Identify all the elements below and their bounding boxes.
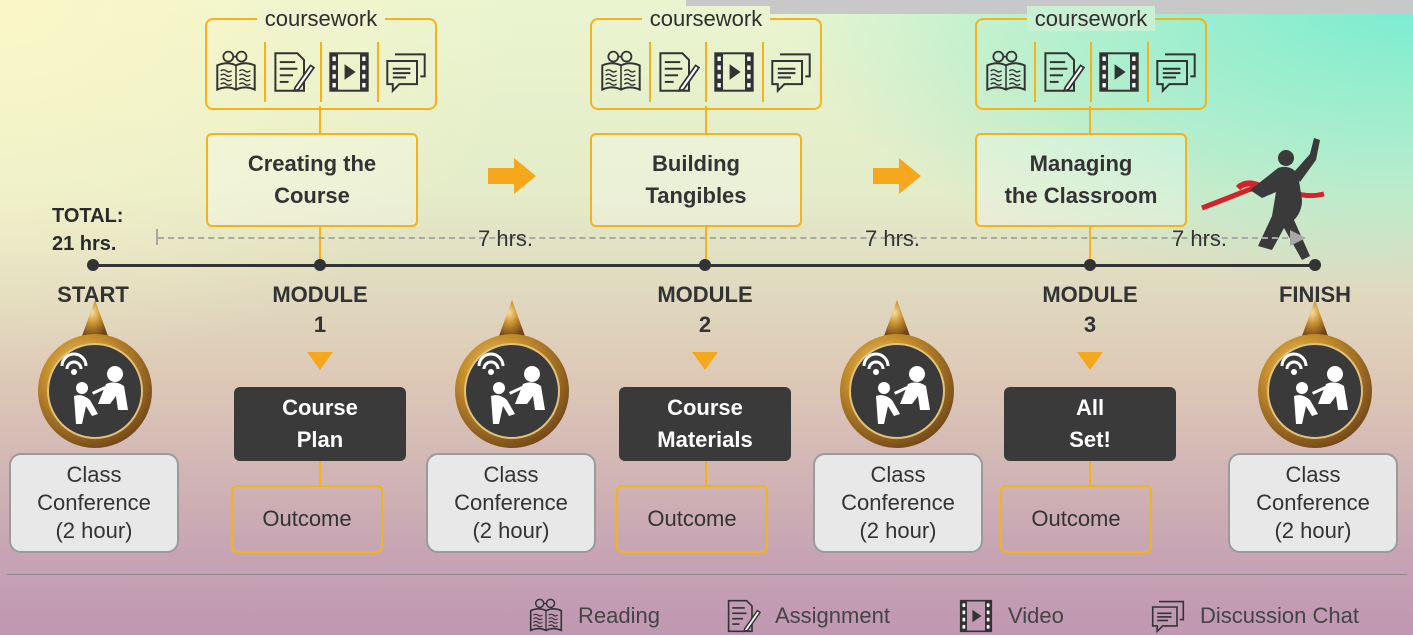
timeline-point-module-2 <box>699 259 711 271</box>
video-icon <box>958 598 994 634</box>
module-3-box: Managing the Classroom <box>975 133 1187 227</box>
down-triangle-icon <box>1077 352 1103 370</box>
video-icon <box>327 50 371 94</box>
assignment-icon <box>271 50 315 94</box>
discussion-chat-icon <box>1154 50 1198 94</box>
assignment-icon <box>1041 50 1085 94</box>
reading-icon <box>599 50 643 94</box>
outcome-box-2: Outcome <box>616 485 768 553</box>
legend-discussion-chat: Discussion Chat <box>1150 598 1359 634</box>
module-title-line: Creating the <box>247 151 377 176</box>
module-title-line: the Classroom <box>1004 183 1158 208</box>
discussion-chat-icon <box>1150 598 1186 634</box>
connector-line <box>1089 461 1091 487</box>
coursework-group-3: coursework <box>975 6 1207 110</box>
down-triangle-icon <box>307 352 333 370</box>
module-title-line: Tangibles <box>645 183 747 208</box>
legend-assignment: Assignment <box>725 598 890 634</box>
connector-line <box>705 106 707 134</box>
module-title-line: Course <box>274 183 350 208</box>
next-arrow-icon <box>873 158 921 194</box>
coursework-label: coursework <box>256 6 386 31</box>
timeline-point-module-3 <box>1084 259 1096 271</box>
connector-line <box>705 461 707 487</box>
coursework-label: coursework <box>1026 6 1156 31</box>
class-conference-medal-icon <box>838 300 956 450</box>
outcome-box-1: Outcome <box>231 485 383 553</box>
coursework-group-1: coursework <box>205 6 437 110</box>
video-icon <box>1097 50 1141 94</box>
reading-icon <box>528 598 564 634</box>
class-conference-medal-icon <box>36 300 154 450</box>
class-conference-medal-icon <box>1256 300 1374 450</box>
duration-start-tick <box>156 229 158 245</box>
segment-hours: 7 hrs. <box>1172 226 1228 251</box>
module-title-line: Managing <box>1029 151 1133 176</box>
connector-line <box>319 225 321 265</box>
duration-arrow-icon <box>1290 230 1306 246</box>
discussion-chat-icon <box>384 50 428 94</box>
duration-dashed-line <box>158 237 1298 239</box>
discussion-chat-icon <box>769 50 813 94</box>
connector-line <box>1089 106 1091 134</box>
legend-reading: Reading <box>528 598 660 634</box>
outcome-box-3: Outcome <box>1000 485 1152 553</box>
coursework-label: coursework <box>641 6 771 31</box>
down-triangle-icon <box>692 352 718 370</box>
connector-line <box>319 461 321 487</box>
connector-line <box>319 106 321 134</box>
module-title-line: Building <box>652 151 740 176</box>
reading-icon <box>984 50 1028 94</box>
assignment-icon <box>725 598 761 634</box>
connector-line <box>1089 225 1091 265</box>
reading-icon <box>214 50 258 94</box>
total-duration: TOTAL: 21 hrs. <box>52 202 123 258</box>
start-label: START <box>57 282 129 307</box>
legend-separator <box>7 574 1407 575</box>
assignment-icon <box>656 50 700 94</box>
timeline-point-module-1 <box>314 259 326 271</box>
total-value: 21 hrs. <box>52 233 117 255</box>
timeline-point-start <box>87 259 99 271</box>
video-icon <box>712 50 756 94</box>
next-arrow-icon <box>488 158 536 194</box>
connector-line <box>705 225 707 265</box>
timeline-point-finish <box>1309 259 1321 271</box>
total-label: TOTAL: <box>52 205 124 227</box>
segment-hours: 7 hrs. <box>865 226 921 251</box>
segment-hours: 7 hrs. <box>478 226 534 251</box>
class-conference-medal-icon <box>453 300 571 450</box>
coursework-group-2: coursework <box>590 6 822 110</box>
legend-video: Video <box>958 598 1064 634</box>
